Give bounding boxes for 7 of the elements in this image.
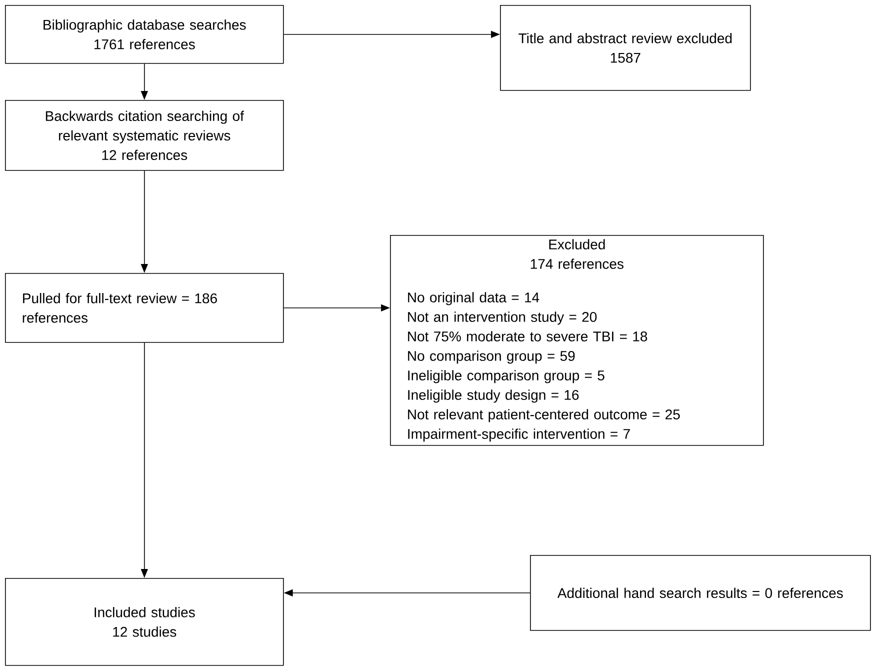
process-box: Additional hand search results = 0 references: [530, 555, 871, 631]
process-box: Bibliographic database searches 1761 references: [5, 5, 284, 64]
process-box: Excluded 174 references No original data = 14 Not an intervention study = 20 Not 75% moderate to severe TBI = 18 No comparison group = 59 Ineligible comparison group = 5 Ineligible study design = 16 Not relevant patient-centered outcome = 25 Impairment-specific intervention = 7: [390, 235, 764, 446]
process-box: Backwards citation searching of relevant systematic reviews 12 references: [5, 100, 284, 171]
process-box: Title and abstract review excluded 1587: [500, 5, 751, 91]
process-box: Pulled for full-text review = 186 references: [5, 273, 284, 343]
process-box: Included studies 12 studies: [5, 578, 284, 666]
